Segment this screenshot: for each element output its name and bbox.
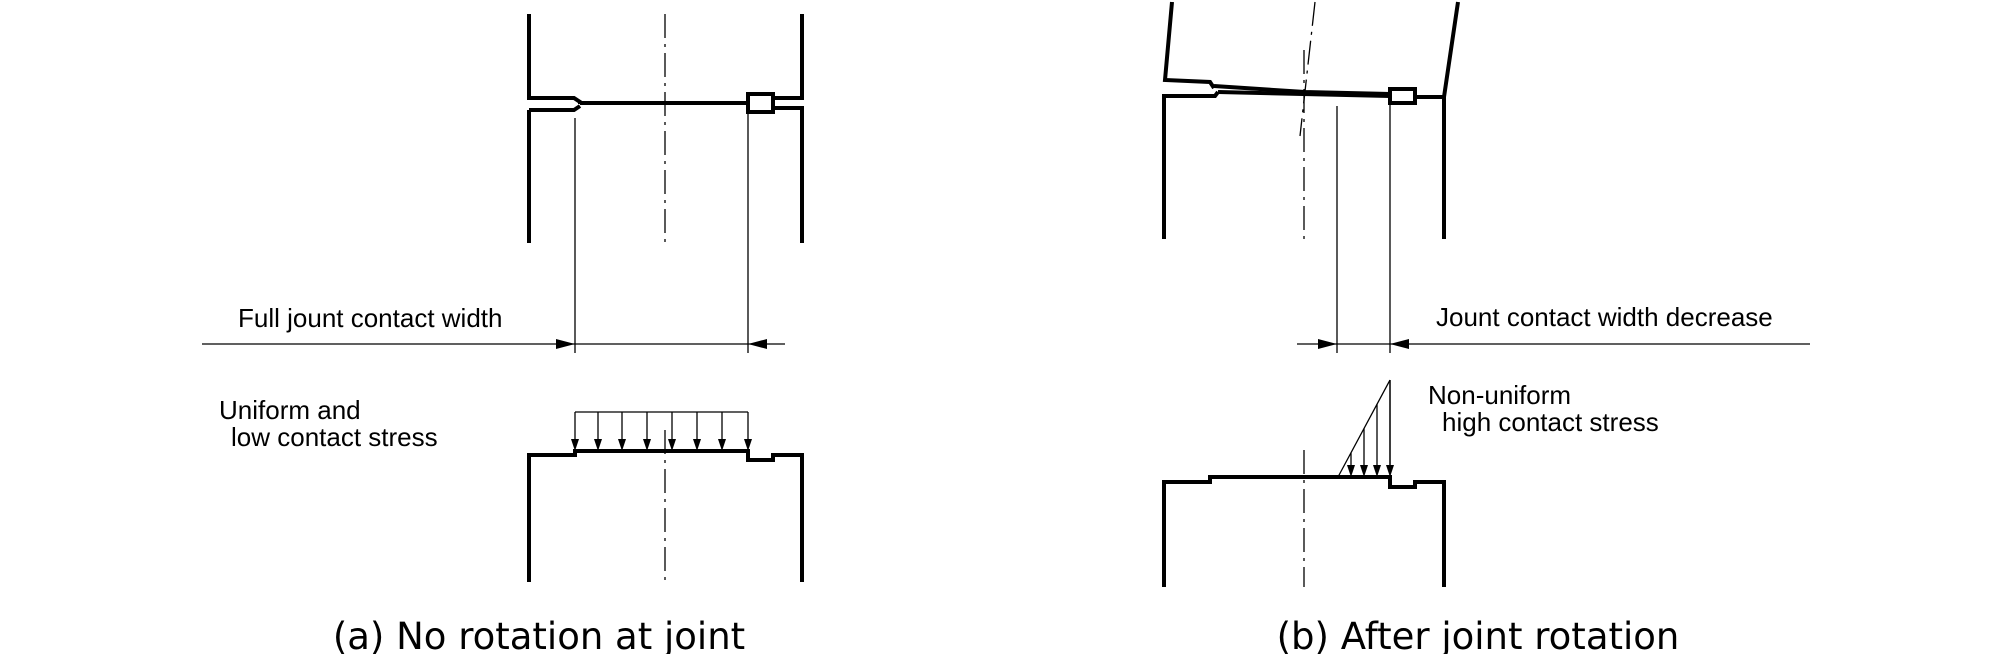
- panel-b-dim-arrow-right: [1390, 339, 1409, 349]
- panel-a-upper-right-wall: [773, 14, 804, 100]
- panel-a-stress-label-line1: Uniform and: [219, 395, 361, 425]
- panel-a-stress-arrow-1-head: [571, 439, 579, 451]
- panel-a-stress-arrow-2-head: [594, 439, 602, 451]
- panel-a-upper-left-wall: [527, 14, 582, 104]
- panel-b-upper-left-wall: [1162, 1, 1216, 90]
- panel-b: Jount contact width decrease Non-uniform…: [1162, 1, 1810, 654]
- panel-a-stress-arrow-5-head: [668, 439, 676, 451]
- panel-a-stress-arrow-6-head: [693, 439, 701, 451]
- panel-b-upper-right-wall: [1415, 1, 1460, 99]
- panel-a-caption: (a) No rotation at joint: [333, 615, 745, 654]
- panel-b-stress-label-line2: high contact stress: [1442, 407, 1659, 437]
- panel-b-caption: (b) After joint rotation: [1277, 615, 1680, 654]
- panel-b-stress-label-line1: Non-uniform: [1428, 380, 1571, 410]
- panel-b-stress-arrow-3-head: [1373, 465, 1381, 477]
- panel-a-stress-arrow-7-head: [718, 439, 726, 451]
- panel-a-lower-profile: [527, 449, 804, 582]
- panel-a: Full jount contact width Uniform and low…: [202, 14, 804, 654]
- panel-b-stress-arrow-1-head: [1347, 465, 1355, 477]
- panel-a-stress-label-line2: low contact stress: [231, 422, 438, 452]
- panel-b-stress-arrows: [1337, 379, 1394, 478]
- panel-b-stress-arrow-4-head: [1386, 465, 1394, 477]
- panel-a-lower-right-wall: [773, 106, 804, 243]
- panel-b-width-label: Jount contact width decrease: [1436, 302, 1773, 332]
- panel-b-stress-arrow-2-head: [1360, 465, 1368, 477]
- panel-a-upper-left-lip: [529, 104, 582, 112]
- panel-b-dim-arrow-left: [1318, 339, 1337, 349]
- panel-b-gasket: [1388, 87, 1417, 105]
- panel-a-width-label: Full jount contact width: [238, 303, 502, 333]
- panel-a-stress-arrow-3-head: [618, 439, 626, 451]
- panel-b-lower-profile: [1162, 475, 1446, 587]
- panel-a-dim-arrow-right: [748, 339, 767, 349]
- panel-a-stress-arrow-8-head: [744, 439, 752, 451]
- panel-a-stress-arrows: [571, 411, 752, 451]
- panel-b-rotated-centerline: [1299, 1, 1316, 137]
- panel-a-gasket: [746, 92, 775, 114]
- panel-a-stress-arrow-4-head: [643, 439, 651, 451]
- panel-b-lower-left-wall: [1162, 90, 1220, 239]
- panel-a-dim-arrow-left: [556, 339, 575, 349]
